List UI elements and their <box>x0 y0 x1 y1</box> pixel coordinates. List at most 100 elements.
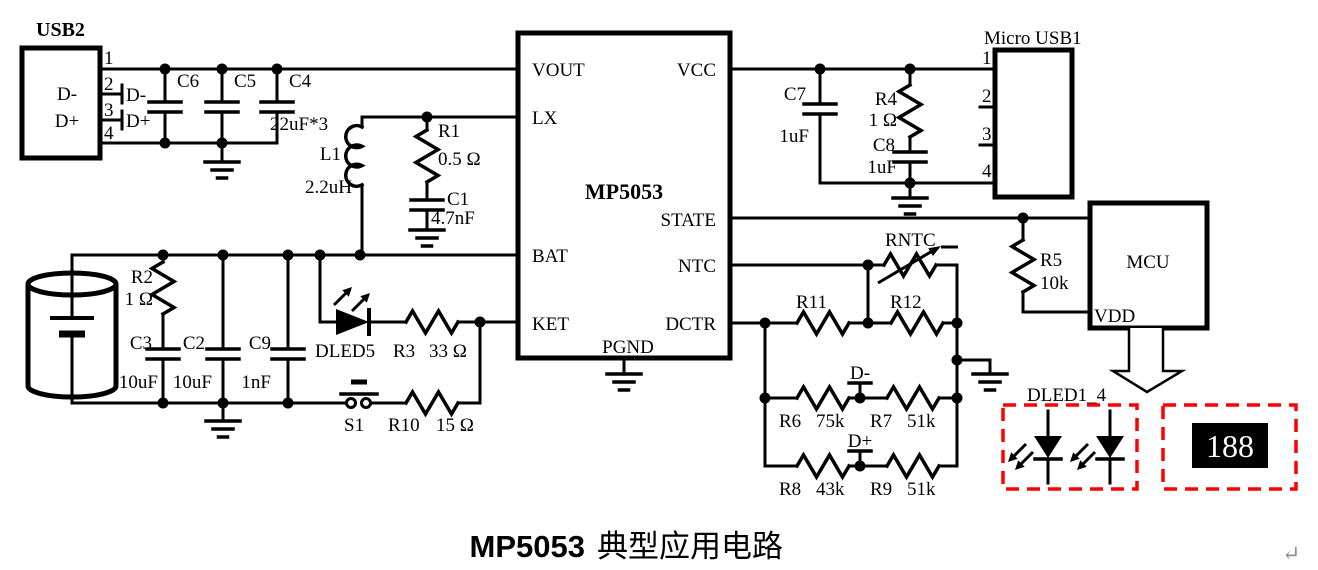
r10-ref: R10 <box>388 415 420 436</box>
c2-ref: C2 <box>183 333 205 354</box>
r9-zigzag <box>884 451 942 481</box>
caption-description: 典型应用电路 <box>597 529 783 564</box>
r6-zigzag <box>794 383 852 413</box>
micro-usb1-pin1-number: 1 <box>982 48 992 69</box>
mcu-block: MCU VDD <box>1087 200 1210 331</box>
usb2-dplus-stub <box>98 109 124 131</box>
usb2-connector: USB2 D- D+ 1 2 3 4 D- D+ <box>19 19 150 161</box>
r1-zigzag <box>412 127 442 185</box>
resistor-r1: R1 0.5 Ω <box>412 115 481 202</box>
capacitor-c9: C9 1nF <box>241 253 306 405</box>
micro-usb1-pin4-number: 4 <box>982 161 992 182</box>
mcu-section: R5 10k MCU VDD <box>728 200 1210 394</box>
c7-ref: C7 <box>784 84 806 105</box>
junction-dots <box>157 63 1029 472</box>
r5-zigzag <box>1008 237 1038 295</box>
rntc-arrow-line <box>877 245 958 285</box>
r4-value: 1 Ω <box>869 110 897 131</box>
ic-pin-ket: KET <box>532 314 569 335</box>
c9-ref: C9 <box>249 333 271 354</box>
ic-pin-vout: VOUT <box>532 60 585 81</box>
led-dled-b <box>1068 409 1125 485</box>
c4-ref: C4 <box>289 71 312 92</box>
dled5-branch-wire <box>318 253 338 324</box>
ic-pin-bat: BAT <box>532 246 568 267</box>
capacitor-c3: C3 10uF <box>119 333 181 405</box>
led-a-triangle <box>1034 436 1062 458</box>
ic-pin-vcc: VCC <box>677 60 716 81</box>
ket-branch-wire <box>456 320 482 405</box>
micro-usb1-pin2-number: 2 <box>982 86 992 107</box>
l1-ref: L1 <box>320 144 341 165</box>
r4-zigzag <box>895 82 925 140</box>
usb2-inner-dminus: D- <box>57 84 77 105</box>
r1-value: 0.5 Ω <box>438 149 481 170</box>
display-highlight-box <box>1161 403 1298 491</box>
c7-plates <box>802 102 838 116</box>
r8-ref: R8 <box>779 479 801 500</box>
pushbutton-s1: S1 <box>339 379 379 436</box>
r3-ref: R3 <box>393 341 415 362</box>
c9-value: 1nF <box>241 372 271 393</box>
dled5-triangle <box>336 309 369 335</box>
c3-ref: C3 <box>130 333 152 354</box>
r7-value: 51k <box>907 411 936 432</box>
led-a-emission-arrow-1 <box>1013 450 1035 472</box>
usb2-pin1-number: 1 <box>104 48 114 69</box>
c5-plates <box>204 100 240 114</box>
resistor-r10: R10 15 Ω <box>369 388 474 436</box>
thermistor-rntc: RNTC <box>877 230 959 285</box>
s1-ref: S1 <box>344 415 364 436</box>
r5-value: 10k <box>1040 273 1069 294</box>
led-b-emission-arrow-1 <box>1075 450 1097 472</box>
c9-plates <box>270 347 306 361</box>
buck-output-section: L1 2.2uH R1 0.5 Ω C1 4.7nF <box>305 115 520 257</box>
ic-pin-lx: LX <box>532 108 558 129</box>
ntc-dctr-network: RNTC R11 R12 D- R6 75k R7 51k <box>728 230 1009 500</box>
resistor-r12: R12 <box>888 292 959 338</box>
rntc-arrow-head <box>928 246 941 256</box>
r9-value: 51k <box>907 479 936 500</box>
c4-value: 22uF*3 <box>270 114 328 135</box>
mcu-label: MCU <box>1126 252 1170 273</box>
r12-zigzag <box>888 308 946 338</box>
resistor-r8-r9-row: D+ R8 43k R9 51k <box>779 431 942 500</box>
l1-value: 2.2uH <box>305 177 352 198</box>
led-dled-a <box>1006 409 1063 485</box>
r3-zigzag <box>403 307 461 337</box>
capacitor-c6: C6 <box>147 67 199 145</box>
micro-usb1-label: Micro USB1 <box>984 28 1082 49</box>
ic-body <box>515 30 733 361</box>
usb2-body <box>19 45 103 161</box>
key-led-section: DLED5 R3 33 Ω R10 15 Ω S1 <box>315 253 520 436</box>
r11-ref: R11 <box>796 292 827 313</box>
r1-ref: R1 <box>438 121 460 142</box>
capacitor-c1: C1 4.7nF <box>408 189 475 248</box>
capacitor-c5: C5 <box>204 67 256 145</box>
c5-ref: C5 <box>234 71 256 92</box>
r6-ref: R6 <box>779 411 801 432</box>
capacitor-c7: C7 1uF <box>779 67 838 185</box>
c2-plates <box>205 347 241 361</box>
c8-ref: C8 <box>873 135 895 156</box>
micro-usb1-body <box>992 47 1075 200</box>
battery-cell <box>25 253 119 405</box>
resistor-r4: R4 1 Ω <box>869 67 925 154</box>
c6-plates <box>147 100 183 114</box>
s1-contact-right <box>360 397 372 409</box>
vcc-section: C7 1uF R4 1 Ω C8 1uF Micro USB1 1 2 3 4 <box>728 28 1082 216</box>
network-ground-bars <box>971 372 1009 392</box>
s1-contact-left <box>345 397 357 409</box>
return-mark: ↵ <box>1282 541 1300 566</box>
r3-value: 33 Ω <box>429 341 467 362</box>
c8-value: 1uF <box>867 157 897 178</box>
usb2-inner-dplus: D+ <box>55 111 79 132</box>
dminus-tap-label: D- <box>850 363 870 384</box>
led-dled5: DLED5 <box>315 285 375 362</box>
mcu-output-arrow <box>1108 328 1187 394</box>
c6-ref: C6 <box>177 71 199 92</box>
resistor-r2: R2 1 Ω <box>125 253 178 351</box>
ic-pin-dctr: DCTR <box>665 314 716 335</box>
r5-lead-bottom <box>1021 290 1092 314</box>
ic-pin-ntc: NTC <box>678 256 716 277</box>
